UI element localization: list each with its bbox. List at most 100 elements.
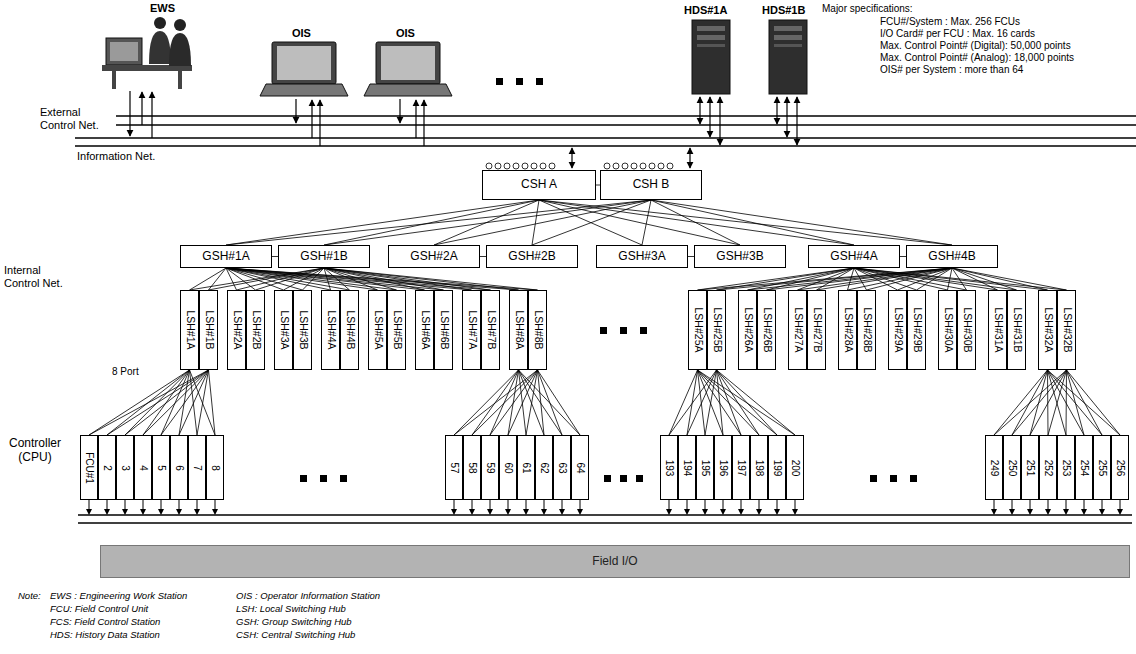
hub-port-circles: [631, 163, 637, 169]
hub-port-circles: [604, 163, 610, 169]
ois-laptop-icon: [376, 42, 440, 84]
network-link: [952, 268, 998, 290]
note-item: FCU: Field Control Unit: [50, 603, 148, 614]
node-text: 196: [718, 459, 729, 476]
fcu-controller-box: 255: [1093, 435, 1111, 500]
ellipsis-marks: [636, 475, 643, 482]
node-text: 5: [156, 465, 167, 471]
node-text: LSH#3A: [278, 310, 290, 349]
network-link: [226, 200, 651, 245]
fcu-controller-box: 63: [553, 435, 571, 500]
network-link: [125, 370, 209, 435]
lsh-hub-box: LSH#25A: [688, 290, 707, 370]
node-text: LSH#31A: [992, 308, 1004, 353]
ews-icon: [102, 17, 192, 89]
ellipsis-marks: [340, 475, 347, 482]
network-link: [651, 200, 854, 245]
node-text: GSH#2A: [410, 250, 457, 263]
field-io-band: Field I/O: [100, 545, 1130, 578]
network-link: [898, 268, 953, 290]
lsh-hub-box: LSH#27B: [807, 290, 826, 370]
network-link: [1067, 370, 1121, 435]
network-link: [1067, 370, 1085, 435]
node-text: LSH#4A: [325, 310, 337, 349]
network-link: [717, 268, 953, 290]
station-arrows: [151, 92, 152, 138]
spec-heading: Major specifications:: [822, 3, 913, 15]
ellipsis-marks: [300, 475, 307, 482]
hub-port-circles: [513, 163, 519, 169]
node-text: LSH#26A: [742, 308, 754, 353]
fcu-controller-box: 3: [116, 435, 134, 500]
network-link: [179, 370, 190, 435]
network-link: [767, 268, 953, 290]
ois-laptop-icon: [364, 42, 452, 96]
node-text: 194: [682, 459, 693, 476]
station-label: HDS#1B: [762, 4, 805, 17]
hds-server-icon: [697, 26, 725, 31]
lsh-hub-box: LSH#2B: [246, 290, 265, 370]
fcu-controller-box: 200: [786, 435, 804, 500]
network-link: [324, 268, 444, 290]
node-text: FCU#1: [84, 452, 95, 484]
gsh-hub-box: GSH#3B: [694, 245, 786, 268]
lsh-hub-box: LSH#8B: [528, 290, 547, 370]
csh-hub-box: CSH A: [482, 170, 596, 200]
station-arrows: [423, 100, 424, 146]
node-text: LSH#8A: [513, 310, 525, 349]
fcu-controller-box: 198: [750, 435, 768, 500]
lsh-hub-box: LSH#32A: [1038, 290, 1057, 370]
ellipsis-marks: [600, 327, 607, 334]
lsh-hub-box: LSH#27A: [788, 290, 807, 370]
network-link: [209, 370, 216, 435]
station-arrows: [141, 92, 142, 125]
node-text: LSH#8B: [532, 310, 544, 349]
node-text: LSH#27A: [792, 308, 804, 353]
network-link: [994, 370, 1067, 435]
note-item: GSH: Group Switching Hub: [236, 616, 352, 627]
network-link: [526, 370, 538, 435]
node-text: 193: [664, 459, 675, 476]
network-link: [324, 268, 491, 290]
ellipsis-marks: [320, 475, 327, 482]
lsh-hub-box: LSH#7A: [462, 290, 481, 370]
network-link: [1066, 370, 1068, 435]
note-item: OIS : Operator Information Station: [236, 590, 380, 601]
note-heading: Note:: [18, 590, 41, 601]
network-link: [1067, 370, 1103, 435]
node-text: LSH#25A: [692, 308, 704, 353]
network-bus-lines: [75, 145, 1136, 147]
ois-laptop-icon: [260, 84, 348, 96]
gsh-hub-box: GSH#4A: [808, 245, 900, 268]
station-label: HDS#1A: [684, 4, 727, 17]
node-text: LSH#28A: [842, 308, 854, 353]
station-arrows: [699, 97, 700, 124]
lsh-hub-box: LSH#7B: [481, 290, 500, 370]
node-text: 255: [1097, 459, 1108, 476]
node-text: 7: [192, 465, 203, 471]
network-link: [952, 268, 1017, 290]
station-arrows: [130, 91, 797, 168]
fcu-controller-box: 196: [714, 435, 732, 500]
network-link: [748, 268, 953, 290]
node-text: LSH#31B: [1011, 308, 1023, 353]
node-text: LSH#3B: [297, 310, 309, 349]
spec-item: FCU#/System : Max. 256 FCUs: [880, 16, 1020, 28]
ellipsis-marks: [604, 475, 611, 482]
ellipsis-marks: [620, 327, 627, 334]
fcu-controller-box: 253: [1057, 435, 1075, 500]
controller-bus: [78, 500, 1132, 523]
node-text: 251: [1025, 459, 1036, 476]
network-link: [717, 370, 796, 435]
node-text: 6: [174, 465, 185, 471]
port-label: 8 Port: [112, 366, 139, 378]
node-text: 59: [485, 462, 496, 473]
lsh-hub-box: LSH#6A: [415, 290, 434, 370]
hub-port-circles: [658, 163, 664, 169]
node-text: LSH#32A: [1042, 308, 1054, 353]
ews-icon: [169, 33, 191, 66]
ellipsis-marks: [870, 475, 877, 482]
node-text: LSH#25B: [711, 308, 723, 353]
fcu-controller-box: 59: [481, 435, 499, 500]
fcu-controller-box: 8: [206, 435, 224, 500]
